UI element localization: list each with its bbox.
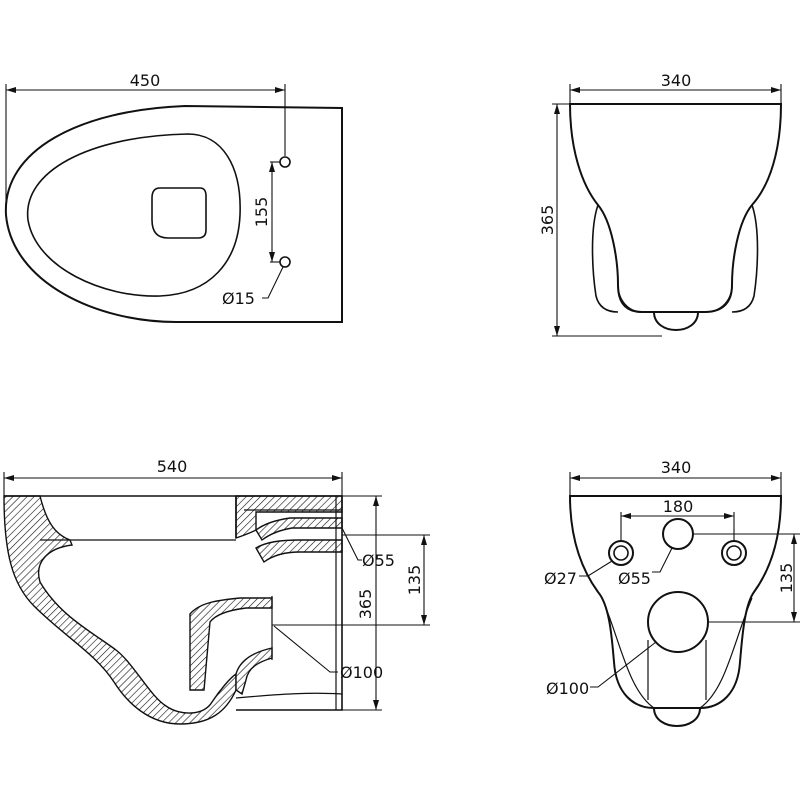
dim-arrow [6, 87, 16, 93]
dim-155-label: 155 [252, 197, 271, 228]
dim-arrow [771, 87, 781, 93]
section-bowl-shell [3, 495, 237, 725]
top-view-outline [4, 104, 343, 323]
dim-arrow [373, 700, 379, 710]
dim-d100r-leader [590, 641, 657, 688]
front-view-right-contour [731, 204, 759, 313]
dim-135r-label: 135 [777, 563, 796, 594]
dim-365s-label: 365 [356, 589, 375, 620]
rear-view-inner-contour [601, 597, 753, 709]
rear-view-bolt-hole-right [721, 540, 747, 566]
rear-view-bolt-hole-right-inner [726, 545, 742, 561]
dim-arrow [4, 475, 14, 481]
dim-d15-label: Ø15 [222, 289, 255, 308]
dim-arrow [570, 87, 580, 93]
rear-view-outlet-channel [647, 640, 707, 700]
dim-arrow [570, 475, 580, 481]
dim-arrow [421, 615, 427, 625]
rear-view-bolt-hole-left [608, 540, 634, 566]
dim-arrow [373, 496, 379, 506]
dim-arrow [771, 475, 781, 481]
dim-540-label: 540 [157, 457, 188, 476]
section-body-outline [4, 495, 343, 711]
front-view-right-foot [704, 284, 733, 313]
dim-d100-leader [273, 625, 338, 673]
section-inlet-lower [255, 539, 343, 564]
front-view-left-foot [617, 284, 643, 313]
dim-arrow [275, 87, 285, 93]
rear-view-outlet-hole [647, 591, 709, 653]
top-view: 450 155 Ø15 [4, 71, 343, 323]
dim-d100-label: Ø100 [340, 663, 383, 682]
section-inlet-channel [255, 517, 343, 542]
section-rim-top [235, 495, 343, 539]
rear-view-bolt-hole-left-inner [613, 545, 629, 561]
dim-d55-leader [341, 527, 362, 561]
dim-d100r-label: Ø100 [546, 679, 589, 698]
section-view: 540 365 135 Ø55 Ø100 [3, 457, 430, 725]
dim-arrow [621, 513, 631, 519]
dim-180-label: 180 [663, 497, 694, 516]
section-base-line [235, 692, 343, 699]
dim-arrow [332, 475, 342, 481]
dim-arrow [724, 513, 734, 519]
dim-arrow [791, 612, 797, 622]
front-view-outline [568, 103, 783, 313]
front-view: 340 365 [538, 71, 783, 337]
dim-d27-leader [579, 560, 613, 577]
rear-view: 340 180 135 Ø27 Ø55 Ø100 [544, 458, 800, 727]
section-trap-wall [189, 597, 273, 691]
front-view-outlet-bulge [652, 311, 700, 331]
section-outlet-lower [235, 647, 273, 696]
dim-arrow [791, 534, 797, 544]
dim-d55-label: Ø55 [362, 551, 395, 570]
dim-135-label: 135 [405, 565, 424, 596]
dim-d55r-leader [652, 547, 673, 573]
dim-450-label: 450 [130, 71, 161, 90]
top-view-bowl-rim [26, 133, 241, 297]
dim-d15-leader [262, 266, 284, 299]
front-view-left-contour [591, 204, 619, 313]
dim-340r-label: 340 [661, 458, 692, 477]
dim-d55r-label: Ø55 [618, 569, 651, 588]
dim-arrow [554, 104, 560, 114]
dim-arrow [269, 162, 275, 172]
top-view-drain-opening [151, 187, 207, 239]
dim-arrow [554, 326, 560, 336]
dim-arrow [269, 252, 275, 262]
dim-arrow [421, 535, 427, 545]
dim-365-label: 365 [538, 205, 557, 236]
rear-view-inlet-hole [662, 518, 694, 550]
dim-d27-label: Ø27 [544, 569, 577, 588]
dim-340-label: 340 [661, 71, 692, 90]
rear-view-outlet-bulge [652, 707, 702, 727]
